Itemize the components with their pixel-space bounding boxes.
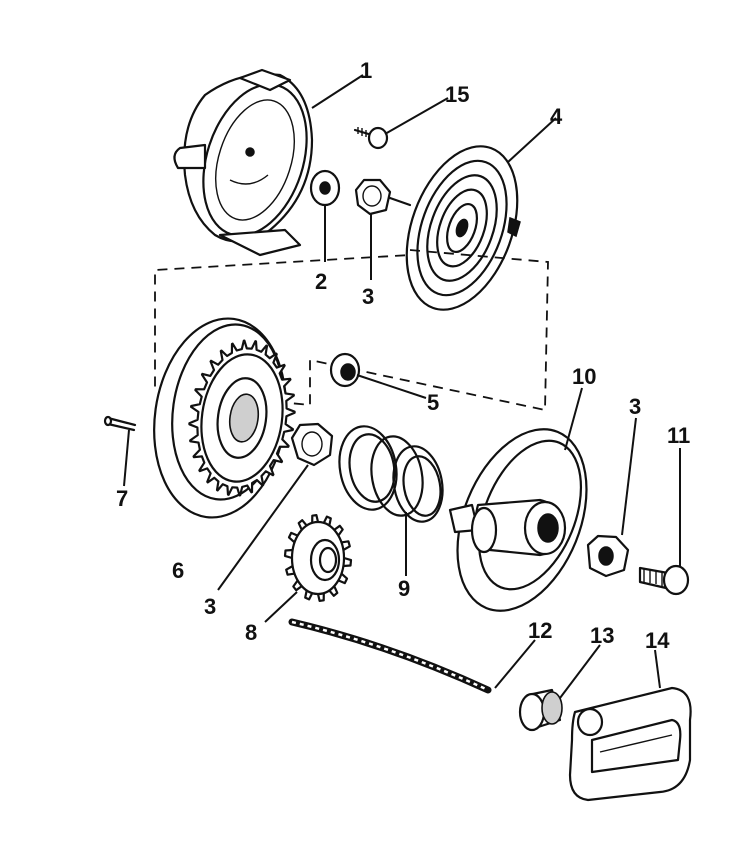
part-13-grommet xyxy=(518,688,563,732)
label-part-9: 9 xyxy=(398,576,410,601)
label-part-15: 15 xyxy=(445,82,469,107)
label-part-4: 4 xyxy=(550,104,563,129)
label-part-10: 10 xyxy=(572,364,596,389)
part-11-bolt xyxy=(638,564,690,596)
part-6-gear-pulley xyxy=(153,317,296,519)
label-part-3-right: 3 xyxy=(629,394,641,419)
part-7-pin xyxy=(103,415,137,432)
part-9-springs xyxy=(338,425,444,523)
label-part-13: 13 xyxy=(590,623,614,648)
part-3-nut-right xyxy=(586,534,630,578)
label-part-8: 8 xyxy=(245,620,257,645)
label-part-11: 11 xyxy=(667,423,690,448)
leader-lines xyxy=(123,74,681,699)
part-10-drive-hub xyxy=(448,428,588,612)
label-part-12: 12 xyxy=(528,618,552,643)
part-3-nut-middle xyxy=(290,422,334,467)
label-part-3-middle: 3 xyxy=(204,594,216,619)
label-part-2: 2 xyxy=(315,269,327,294)
label-part-5: 5 xyxy=(427,390,439,415)
part-12-starter-rope xyxy=(288,618,492,694)
part-4-recoil-spring xyxy=(405,145,521,311)
label-part-3-top: 3 xyxy=(362,284,374,309)
part-8-small-gear xyxy=(283,514,353,602)
part-2-washer xyxy=(309,169,341,207)
part-3-nut-top xyxy=(354,178,412,216)
part-15-screw xyxy=(353,126,389,150)
part-5-bushing xyxy=(329,352,361,388)
assembly-dashed-line xyxy=(154,249,549,412)
label-part-14: 14 xyxy=(645,628,670,653)
part-1-housing xyxy=(173,68,314,257)
label-part-1: 1 xyxy=(360,58,372,83)
label-part-6: 6 xyxy=(172,558,184,583)
label-part-7: 7 xyxy=(116,486,128,511)
part-14-starter-handle xyxy=(568,686,692,802)
